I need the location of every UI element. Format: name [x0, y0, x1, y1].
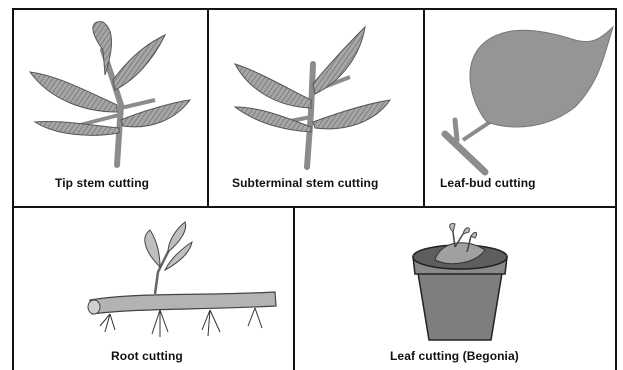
divider-2 [423, 8, 425, 208]
begonia-pot-illustration [405, 222, 515, 347]
divider-3 [293, 206, 295, 370]
caption-tip-stem: Tip stem cutting [55, 176, 149, 190]
caption-root: Root cutting [111, 349, 183, 363]
divider-1 [207, 8, 209, 208]
root-cutting-illustration [80, 222, 280, 342]
caption-leaf-begonia: Leaf cutting (Begonia) [390, 349, 519, 363]
caption-subterminal-stem: Subterminal stem cutting [232, 176, 378, 190]
row-divider [12, 206, 617, 208]
tip-stem-illustration [25, 20, 205, 170]
leaf-bud-illustration [435, 22, 615, 172]
caption-leaf-bud: Leaf-bud cutting [440, 176, 536, 190]
subterminal-stem-illustration [225, 22, 405, 172]
